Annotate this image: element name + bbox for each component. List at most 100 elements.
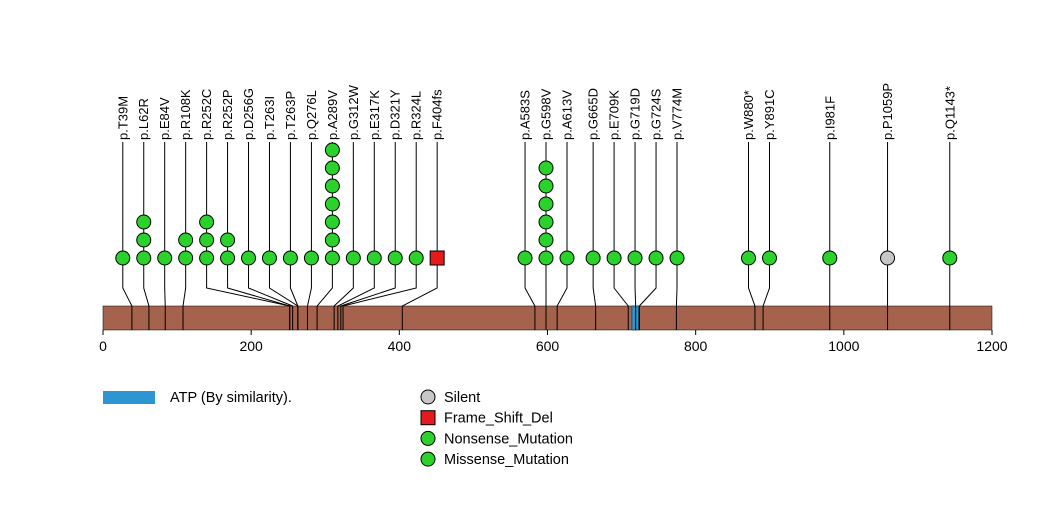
- axis-tick-label: 400: [388, 338, 412, 354]
- connector-line: [401, 142, 438, 330]
- connector-line: [592, 142, 597, 330]
- mutation-marker: [178, 250, 194, 266]
- mutation-marker: [324, 250, 340, 266]
- legend-label-frame_shift_del: Frame_Shift_Del: [444, 411, 553, 427]
- protein-bar: [102, 305, 993, 331]
- mutation-marker: [538, 160, 554, 176]
- mutation-marker: [538, 178, 554, 194]
- mutation-label: p.R252P: [220, 89, 235, 140]
- mutation-marker: [157, 250, 173, 266]
- mutation-marker: [880, 250, 896, 266]
- mutation-marker: [538, 232, 554, 248]
- mutation-marker: [559, 250, 575, 266]
- mutation-marker: [136, 214, 152, 230]
- mutation-marker: [517, 250, 533, 266]
- legend-swatch-missense_mutation: [420, 451, 436, 467]
- axis-tick-label: 200: [239, 338, 263, 354]
- mutation-label: p.W880*: [741, 90, 756, 140]
- mutation-marker: [261, 250, 277, 266]
- mutation-marker: [324, 232, 340, 248]
- mutation-label: p.E317K: [367, 90, 382, 140]
- mutation-marker: [324, 142, 340, 158]
- mutation-marker: [136, 232, 152, 248]
- mutation-label: p.Q276L: [304, 90, 319, 140]
- mutation-marker: [538, 214, 554, 230]
- connector-line: [634, 142, 637, 330]
- axis-tick-label: 1200: [976, 338, 1007, 354]
- mutation-marker: [538, 196, 554, 212]
- mutation-marker: [366, 250, 382, 266]
- mutation-label: p.F404fs: [430, 89, 445, 140]
- mutation-label: p.A289V: [325, 90, 340, 140]
- connector-line: [748, 142, 756, 330]
- axis-tick-label: 0: [99, 338, 107, 354]
- connector-line: [248, 142, 294, 330]
- mutation-label: p.R108K: [178, 89, 193, 140]
- legend-swatch-nonsense_mutation: [420, 430, 436, 446]
- mutation-label: p.A613V: [560, 90, 575, 140]
- mutation-label: p.G665D: [586, 88, 601, 140]
- mutation-marker: [648, 250, 664, 266]
- mutation-marker: [606, 250, 622, 266]
- connector-line: [342, 142, 417, 330]
- mutation-label: p.I981F: [822, 96, 837, 140]
- mutation-label: p.E84V: [157, 97, 172, 140]
- mutation-marker: [324, 196, 340, 212]
- mutation-marker: [241, 250, 257, 266]
- connector-line: [340, 142, 396, 330]
- connector-line: [675, 142, 678, 330]
- mutation-label: p.D256G: [241, 88, 256, 140]
- mutation-marker: [627, 250, 643, 266]
- axis-tick-label: 1000: [828, 338, 859, 354]
- mutation-marker: [324, 160, 340, 176]
- mutation-label: p.G312W: [346, 84, 361, 140]
- mutation-label: p.G598V: [539, 88, 554, 140]
- connector-line: [337, 142, 375, 330]
- mutation-label: p.A583S: [518, 90, 533, 140]
- legend-label-nonsense_mutation: Nonsense_Mutation: [444, 431, 573, 447]
- mutation-label: p.E709K: [607, 90, 622, 140]
- legend-label-domain: ATP (By similarity).: [170, 390, 292, 406]
- mutation-marker: [220, 232, 236, 248]
- connector-line: [638, 142, 657, 330]
- connector-line: [613, 142, 629, 330]
- mutation-label: p.T263P: [283, 91, 298, 140]
- mutation-marker: [942, 250, 958, 266]
- mutation-marker: [538, 250, 554, 266]
- mutation-marker: [741, 250, 757, 266]
- connector-line: [164, 142, 166, 330]
- legend-swatch-silent: [420, 389, 436, 405]
- connector-line: [556, 142, 568, 330]
- mutation-marker: [345, 250, 361, 266]
- mutation-label: p.R324L: [409, 91, 424, 140]
- mutation-marker: [585, 250, 601, 266]
- mutation-marker: [822, 250, 838, 266]
- connector-line: [333, 142, 354, 330]
- mutation-label: p.Y891C: [762, 89, 777, 140]
- mutation-label: p.V774M: [670, 88, 685, 140]
- mutation-label: p.G719D: [628, 88, 643, 140]
- mutation-label: p.G724S: [649, 88, 664, 140]
- axis-tick-label: 600: [536, 338, 560, 354]
- mutation-marker: [178, 232, 194, 248]
- mutation-marker: [199, 250, 215, 266]
- mutation-marker: [324, 178, 340, 194]
- mutation-marker: [303, 250, 319, 266]
- legend-swatch-frame_shift_del: [420, 410, 436, 426]
- mutation-marker: [136, 250, 152, 266]
- connector-line: [227, 142, 291, 330]
- mutation-marker: [324, 214, 340, 230]
- connector-line: [122, 142, 133, 330]
- legend-swatch-domain: [103, 391, 155, 404]
- axis-tick-label: 800: [684, 338, 708, 354]
- mutation-marker: [115, 250, 131, 266]
- connector-line: [182, 142, 187, 330]
- mutation-label: p.D321Y: [388, 89, 403, 140]
- mutation-label: p.R252C: [199, 89, 214, 140]
- mutation-marker: [220, 250, 236, 266]
- mutation-label: p.T263I: [262, 96, 277, 140]
- connector-line: [524, 142, 536, 330]
- mutation-label: p.L62R: [136, 98, 151, 140]
- mutation-marker: [669, 250, 685, 266]
